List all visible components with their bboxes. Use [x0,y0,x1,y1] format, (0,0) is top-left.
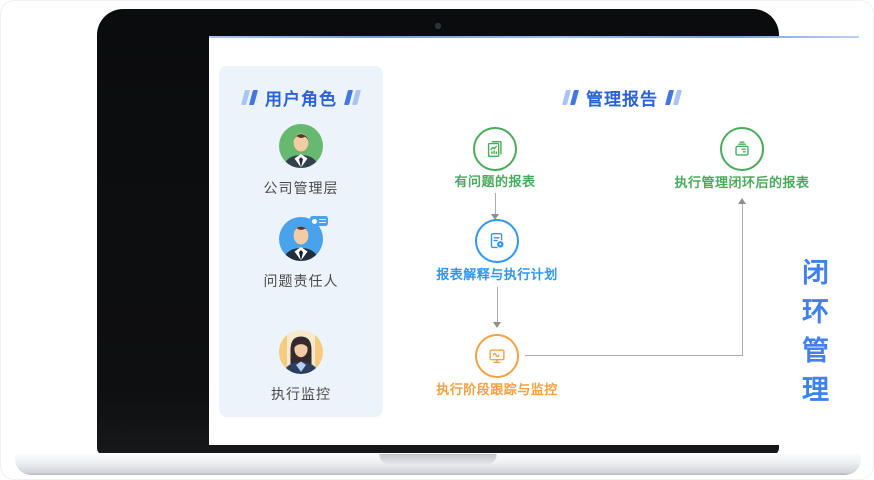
flow-node-label: 执行管理闭环后的报表 [674,175,810,190]
monitor-pulse-icon [489,349,505,364]
role-label: 问题责任人 [263,273,339,289]
report-flow-header: 管理报告 [561,85,683,110]
flow-node-label: 报表解释与执行计划 [436,267,558,282]
webcam-camera-icon [435,23,441,29]
male-suit-blue-avatar [278,216,328,262]
report-chart-icon [487,140,502,158]
connector-line [525,355,743,356]
accent-bar-icon [351,90,362,105]
accent-bar-icon [569,90,580,105]
arrow-down-icon [491,214,499,220]
user-roles-title: 用户角色 [265,90,337,109]
role-label: 公司管理层 [263,180,339,196]
laptop-base-notch [379,454,497,464]
flow-node-label: 有问题的报表 [454,174,536,189]
screen-top-accent-line [209,36,859,38]
accent-bar-icon [672,90,683,105]
flow-node-interpretation-plan [475,219,519,263]
role-item-execution-monitor: 执行监控 [219,329,383,404]
flow-node-problem-report [473,127,517,171]
flow-node-tracking-monitoring [475,334,519,378]
role-label: 执行监控 [271,386,331,402]
laptop-base [15,453,861,475]
connector-line [742,204,743,356]
role-item-company-management: 公司管理层 [219,123,383,198]
user-roles-panel: 用户角色 [219,66,383,417]
arrow-up-icon [738,198,746,204]
accent-bar-icon [248,90,259,105]
accent-bars-right [664,90,683,105]
flow-node-closed-loop-report [720,127,764,171]
connector-line [495,193,496,215]
connector-line [497,287,498,323]
report-flow-title: 管理报告 [586,90,658,109]
archive-drawer-icon [735,141,749,156]
closed-loop-management-caption: 闭环管理 [798,258,828,414]
chat-tag-icon [310,216,328,226]
arrow-down-icon [493,322,501,328]
document-gear-icon [490,232,505,249]
accent-bars-left [240,90,259,105]
accent-bars-left [561,90,580,105]
flow-node-label: 执行阶段跟踪与监控 [436,382,558,397]
accent-bars-right [343,90,362,105]
user-roles-header: 用户角色 [219,85,383,110]
role-item-problem-owner: 问题责任人 [219,216,383,291]
laptop-screen-content: 用户角色 [209,36,859,445]
male-manager-green-avatar [278,123,324,169]
female-monitor-cream-avatar [278,329,324,375]
laptop-screen-bezel: 用户角色 [97,9,859,455]
